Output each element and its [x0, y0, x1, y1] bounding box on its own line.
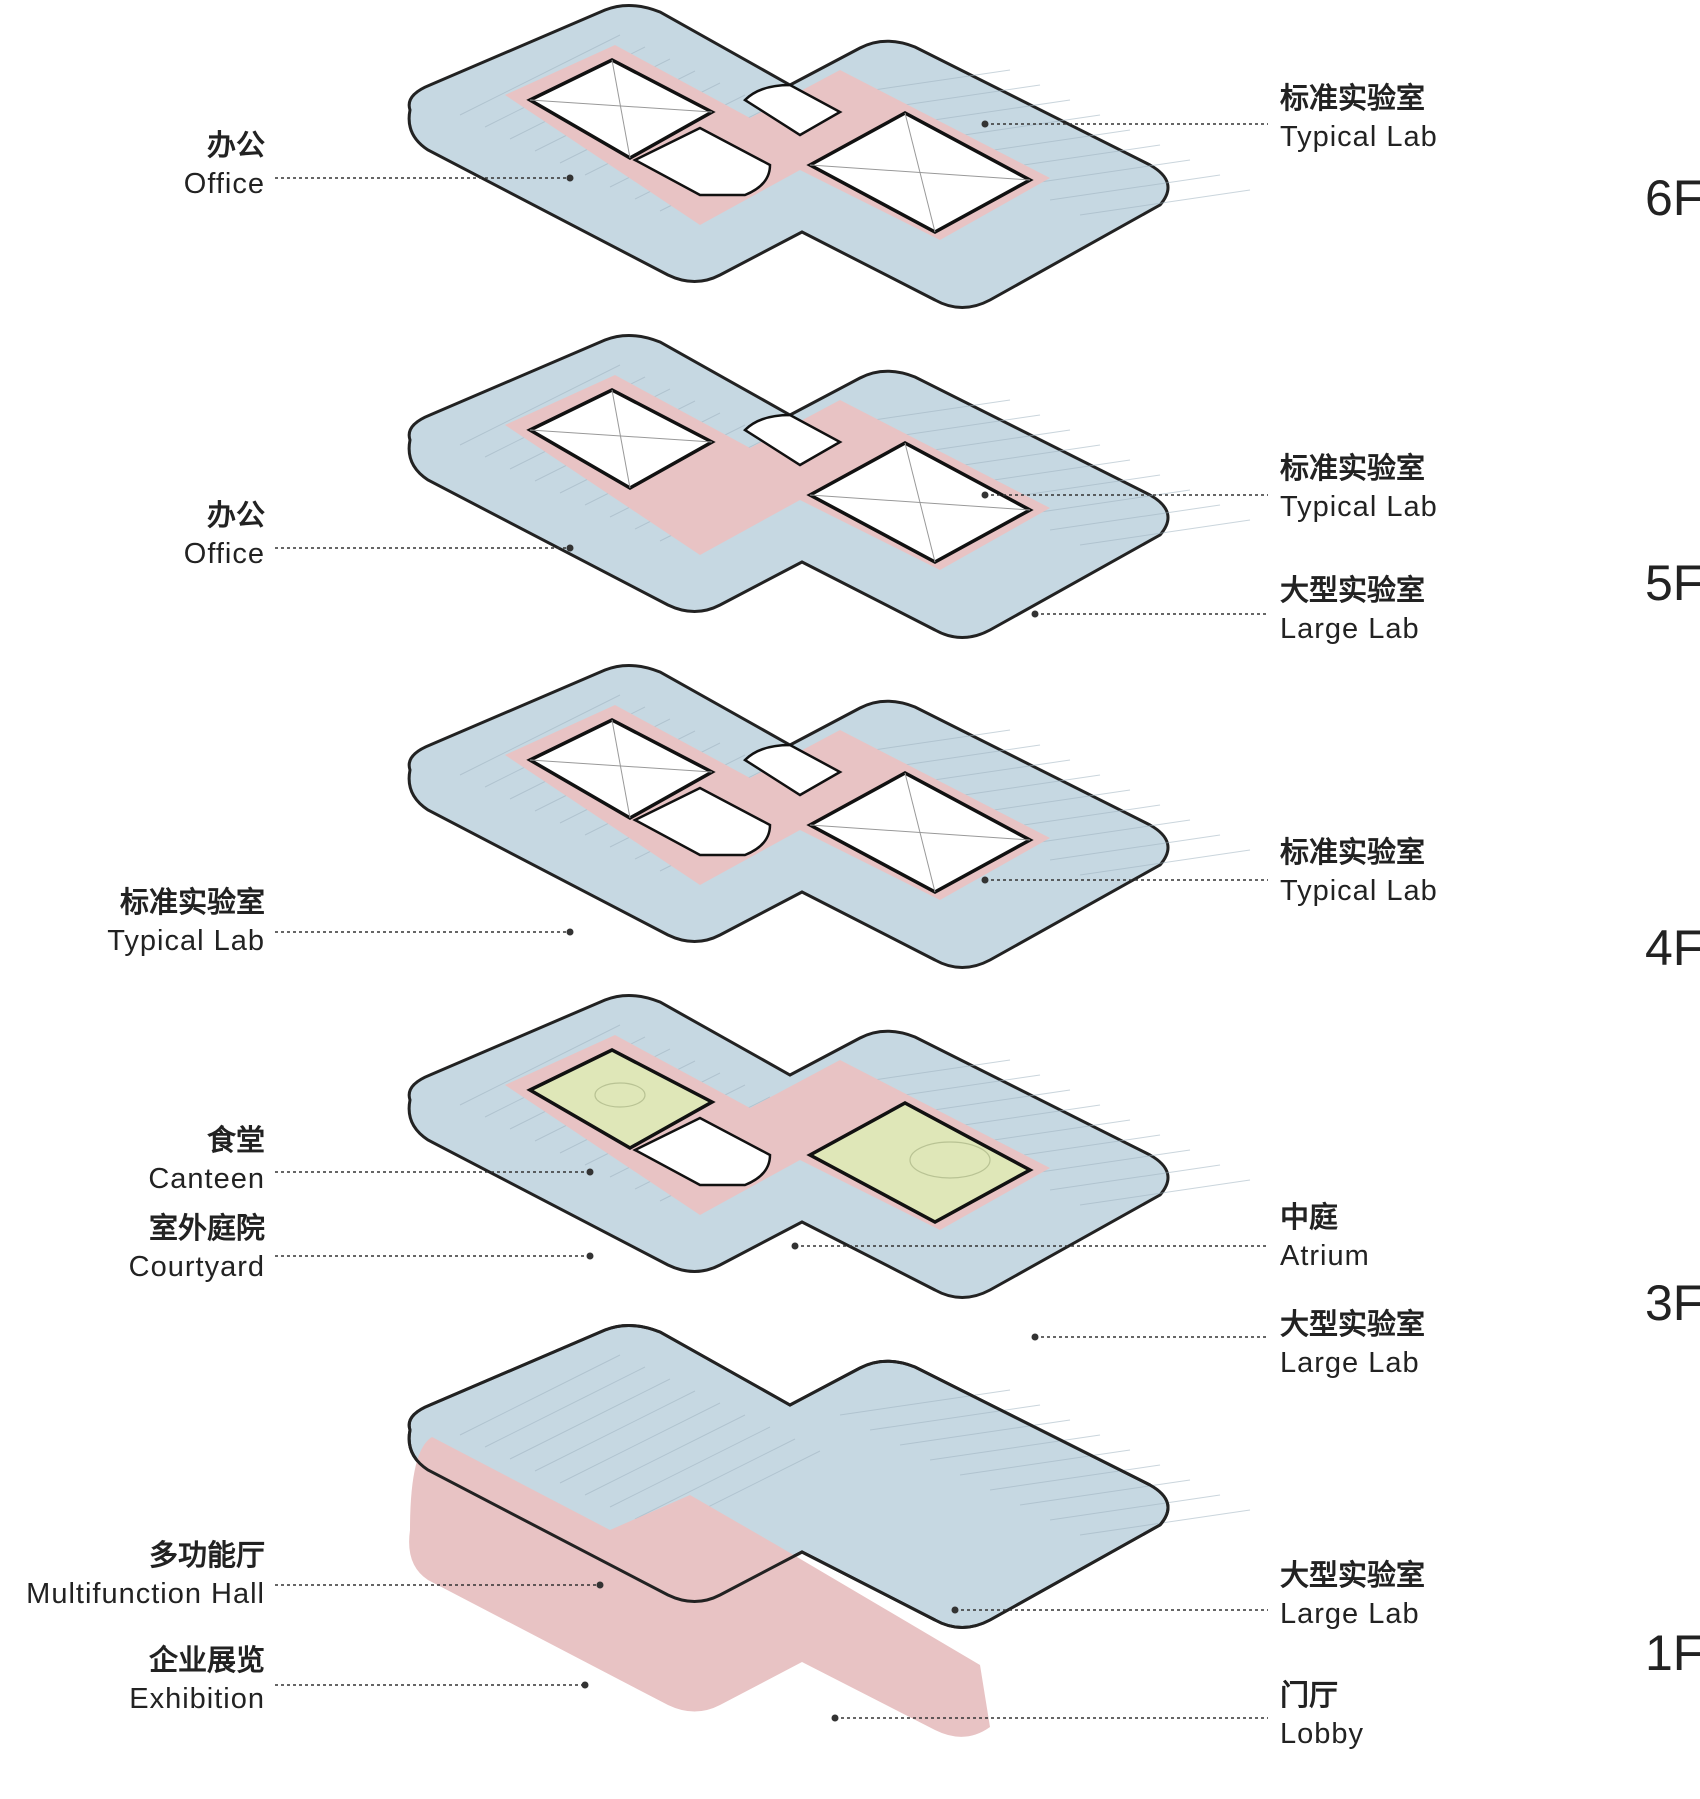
lobby-exhibition-zone	[409, 1437, 990, 1737]
label-zh: 办公	[207, 128, 265, 162]
label-en: Canteen	[148, 1163, 265, 1195]
leader-dot	[1031, 610, 1039, 618]
label-zh: 大型实验室	[1280, 1558, 1425, 1592]
leader-dot	[981, 491, 989, 499]
leader-dot	[981, 876, 989, 884]
label-zh: 企业展览	[149, 1643, 265, 1677]
floor-number: 5F	[1645, 555, 1700, 611]
floor-plate-4f: 4F 标准实验室 Typical Lab 标准实验室 Typical Lab	[107, 664, 1700, 976]
leader-dot	[981, 120, 989, 128]
label-en: Typical Lab	[1280, 121, 1438, 153]
lower-void	[632, 1116, 772, 1187]
floor-number: 6F	[1645, 170, 1700, 226]
lower-void	[632, 786, 772, 857]
leader-dot	[586, 1168, 594, 1176]
leader-dot	[791, 1242, 799, 1250]
lower-void	[632, 126, 772, 197]
label-en: Lobby	[1280, 1718, 1364, 1750]
label-en: Large Lab	[1280, 1598, 1420, 1630]
label-zh: 办公	[207, 498, 265, 532]
label-zh: 标准实验室	[1280, 81, 1425, 115]
label-zh: 大型实验室	[1280, 573, 1425, 607]
floor-number: 1F	[1645, 1625, 1700, 1681]
right-void	[806, 1101, 1034, 1224]
label-en: Courtyard	[129, 1251, 265, 1283]
label-zh: 食堂	[207, 1123, 265, 1157]
label-zh: 标准实验室	[1280, 835, 1425, 869]
label-zh: 标准实验室	[1280, 451, 1425, 485]
leader-dot	[566, 544, 574, 552]
label-zh: 大型实验室	[1280, 1307, 1425, 1341]
leader-dot	[586, 1252, 594, 1260]
leader-dot	[596, 1581, 604, 1589]
label-en: Large Lab	[1280, 613, 1420, 645]
floor-plate-3f: 3F 食堂 Canteen 室外庭院 Courtyard 中庭 Atrium 大型实验室 Lar…	[129, 994, 1700, 1379]
plan-linework	[459, 1354, 1251, 1536]
small-void	[743, 413, 843, 467]
floor-number: 4F	[1645, 920, 1700, 976]
label-en: Typical Lab	[1280, 491, 1438, 523]
label-en: Typical Lab	[1280, 875, 1438, 907]
leader-dot	[581, 1681, 589, 1689]
leader-dot	[566, 928, 574, 936]
label-en: Office	[184, 168, 265, 200]
leader-dot	[1031, 1333, 1039, 1341]
leader-dot	[566, 174, 574, 182]
label-zh: 标准实验室	[120, 885, 265, 919]
left-void	[526, 1048, 716, 1151]
floor-plate-5f: 5F 办公 Office 标准实验室 Typical Lab 大型实验室 Large Lab	[184, 334, 1700, 645]
leader-dot	[951, 1606, 959, 1614]
label-en: Exhibition	[129, 1683, 265, 1715]
label-zh: 中庭	[1280, 1200, 1338, 1234]
label-zh: 门厅	[1280, 1678, 1338, 1712]
floor-plate-6f: 6F 办公 Office 标准实验室 Typical Lab	[184, 4, 1700, 309]
label-en: Atrium	[1280, 1240, 1370, 1272]
label-en: Multifunction Hall	[26, 1578, 265, 1610]
label-en: Typical Lab	[107, 925, 265, 957]
floor-plate-1f: 1F 多功能厅 Multifunction Hall 企业展览 Exhibition 大型…	[26, 1324, 1700, 1750]
label-zh: 室外庭院	[149, 1211, 265, 1245]
label-zh: 多功能厅	[149, 1538, 265, 1572]
small-void	[743, 743, 843, 797]
label-en: Large Lab	[1280, 1347, 1420, 1379]
floor-number: 3F	[1645, 1275, 1700, 1331]
small-void	[743, 83, 843, 137]
label-en: Office	[184, 538, 265, 570]
leader-dot	[831, 1714, 839, 1722]
